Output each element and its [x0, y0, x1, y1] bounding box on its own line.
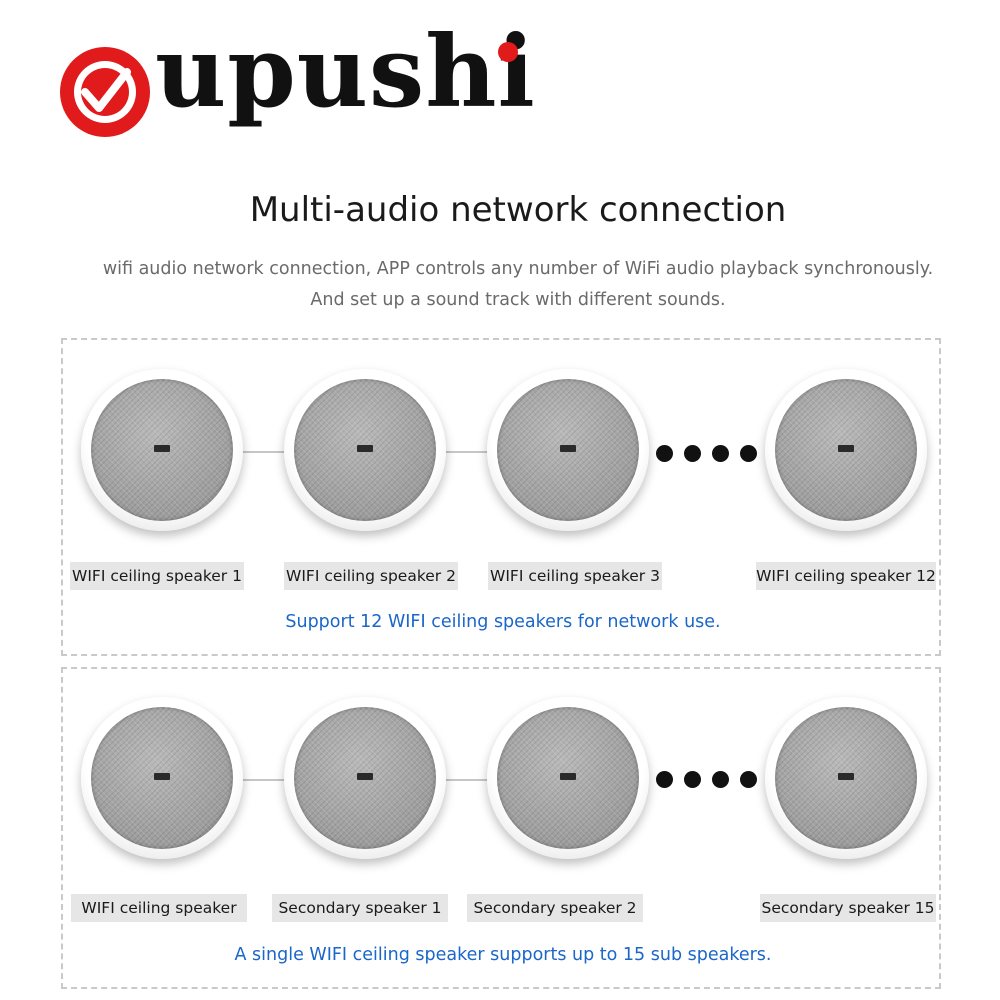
speaker-link-line: [240, 779, 290, 781]
ellipsis-dot: [656, 771, 673, 788]
speaker-link-line: [443, 779, 493, 781]
speaker-label-12: WIFI ceiling speaker 12: [756, 562, 936, 590]
secondary-speaker-label-2: Secondary speaker 2: [467, 894, 643, 922]
speaker-label-2: WIFI ceiling speaker 2: [284, 562, 458, 590]
speaker-label-3: WIFI ceiling speaker 3: [488, 562, 662, 590]
ellipsis-dot: [684, 771, 701, 788]
ceiling-speaker-image: [284, 369, 446, 531]
brand-logo: upushi: [55, 24, 535, 148]
sub-speaker-panel: [61, 667, 941, 989]
ellipsis-dot: [740, 445, 757, 462]
panel2-caption: A single WIFI ceiling speaker supports u…: [234, 945, 772, 965]
ceiling-speaker-image: [487, 369, 649, 531]
ellipsis-dot: [684, 445, 701, 462]
main-speaker-label: WIFI ceiling speaker: [71, 894, 247, 922]
ceiling-speaker-image: [765, 697, 927, 859]
page-title: Multi-audio network connection: [249, 190, 787, 230]
ceiling-speaker-image: [765, 369, 927, 531]
speaker-label-1: WIFI ceiling speaker 1: [70, 562, 244, 590]
ellipsis-dot: [656, 445, 673, 462]
description-line-2: And set up a sound track with different …: [310, 290, 726, 310]
ellipsis-dot: [712, 445, 729, 462]
speaker-link-line: [240, 451, 290, 453]
ellipsis-dot: [712, 771, 729, 788]
description-line-1: wifi audio network connection, APP contr…: [102, 259, 934, 279]
oupushi-circle-logo-icon: [60, 47, 150, 137]
ceiling-speaker-image: [487, 697, 649, 859]
speaker-link-line: [443, 451, 493, 453]
secondary-speaker-label-1: Secondary speaker 1: [272, 894, 448, 922]
ellipsis-dot: [740, 771, 757, 788]
secondary-speaker-label-15: Secondary speaker 15: [760, 894, 936, 922]
panel1-caption: Support 12 WIFI ceiling speakers for net…: [285, 612, 721, 632]
logo-red-dot: [498, 42, 518, 62]
network-panel: [61, 338, 941, 656]
ceiling-speaker-image: [81, 697, 243, 859]
logo-wordmark: upushi: [155, 15, 536, 130]
ceiling-speaker-image: [81, 369, 243, 531]
ceiling-speaker-image: [284, 697, 446, 859]
